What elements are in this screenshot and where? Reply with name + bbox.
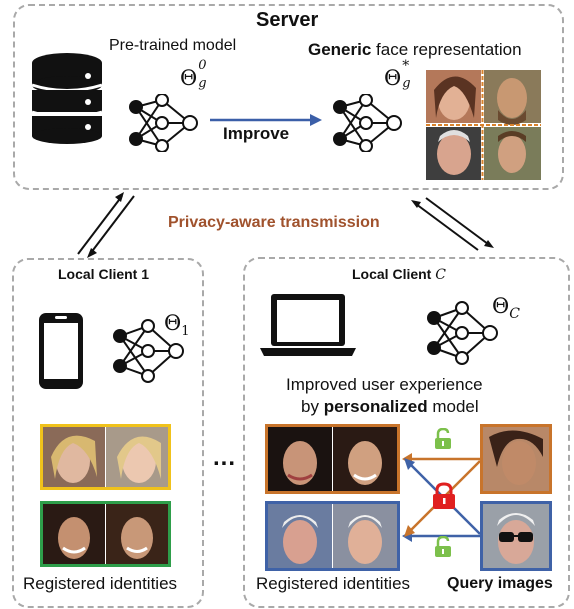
theta-generic: Θ* g [384, 58, 411, 91]
registered-identity-pair-yellow [40, 424, 171, 490]
client1-panel [12, 258, 204, 608]
generic-faces-grid [426, 70, 541, 180]
clientC-title-prefix: Local Client [352, 266, 436, 282]
theta-generic-sub: g [402, 76, 411, 91]
locked-lock-icon [433, 482, 455, 509]
laptop-icon [260, 294, 356, 356]
query-images-label: Query images [447, 575, 553, 592]
generic-face-representation-label: Generic face representation [308, 40, 522, 60]
server-panel [13, 4, 564, 190]
face-image [268, 427, 397, 491]
registered-identity-pair-blue [265, 501, 400, 571]
query-image-orange [480, 424, 552, 494]
clientC-title: Local Client C [352, 266, 446, 283]
theta-generic-base: Θ [384, 66, 402, 90]
neural-network-icon [427, 301, 498, 365]
theta-pretrained-sup: 0 [198, 58, 207, 73]
theta-pretrained-base: Θ [180, 66, 198, 90]
clientC-panel [243, 257, 570, 608]
client1-title: Local Client 1 [58, 266, 150, 282]
generic-rest: face representation [371, 40, 522, 59]
theta-clientC: ΘC [492, 294, 520, 322]
theta-clientC-base: Θ [492, 294, 510, 318]
theta-pretrained-sub: g [198, 76, 207, 91]
database-icon [31, 53, 103, 144]
neural-network-icon [129, 94, 198, 152]
neural-network-icon [113, 319, 184, 383]
unlocked-lock-icon [435, 428, 451, 449]
registered-identity-pair-green [40, 501, 171, 567]
face-image [268, 504, 397, 568]
privacy-aware-transmission-label: Privacy-aware transmission [168, 214, 380, 231]
clientC-title-var: C [435, 267, 446, 283]
query-image-blue [480, 501, 552, 571]
improved-line2-prefix: by [301, 397, 324, 416]
server-title: Server [256, 9, 319, 31]
smartphone-icon [39, 313, 83, 389]
upload-arrow-left [77, 192, 135, 258]
theta-client1: Θ1 [164, 311, 190, 339]
face-image [426, 70, 541, 180]
unlocked-lock-icon [435, 536, 451, 557]
neural-network-icon [333, 94, 402, 152]
improve-arrow [210, 114, 322, 126]
improve-label: Improve [223, 124, 290, 143]
theta-client1-sub: 1 [181, 324, 190, 340]
face-image [43, 504, 168, 564]
theta-clientC-sub: C [509, 306, 520, 323]
pretrained-model-label: Pre-trained model [109, 37, 237, 54]
face-image [43, 427, 168, 487]
improved-line2-bold: personalized [323, 397, 428, 416]
theta-generic-sup: * [402, 58, 410, 74]
improved-line2-suffix: model [427, 397, 479, 416]
download-arrow-right [411, 197, 494, 251]
improved-experience-line2: by personalized model [301, 397, 479, 417]
clientC-registered-identities-label: Registered identities [256, 574, 411, 593]
more-clients-ellipsis: ... [213, 444, 237, 471]
generic-bold: Generic [308, 40, 372, 59]
improved-experience-line1: Improved user experience [286, 375, 483, 394]
client1-registered-identities-label: Registered identities [23, 574, 178, 593]
face-image [483, 504, 549, 568]
theta-client1-base: Θ [164, 311, 182, 335]
registered-identity-pair-orange [265, 424, 400, 494]
face-image [483, 427, 549, 491]
